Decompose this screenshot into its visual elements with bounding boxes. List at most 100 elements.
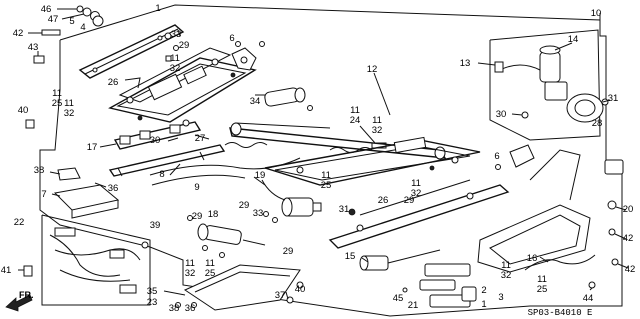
- callout-c45: 45: [393, 293, 404, 304]
- callout-c25a: 25: [52, 98, 63, 109]
- base-pan-23: [175, 264, 304, 311]
- harness-subassembly-box: [41, 214, 151, 306]
- callout-c26b: 26: [378, 195, 389, 206]
- motor-15: [359, 249, 441, 271]
- callout-c16: 16: [527, 253, 538, 264]
- front-direction-arrow: [5, 294, 33, 312]
- cable-16: [524, 254, 596, 271]
- hardware-stack-46-47: [57, 5, 104, 27]
- callout-c20: 20: [623, 204, 634, 215]
- callout-c33b: 33: [253, 208, 264, 219]
- motor-19: [261, 179, 322, 223]
- bolt-41: [18, 265, 33, 277]
- callout-c29c: 29: [404, 195, 415, 206]
- callout-c43: 43: [28, 42, 39, 53]
- callout-c23: 23: [147, 297, 158, 308]
- callout-c21: 21: [408, 300, 419, 311]
- callout-c29d: 29: [192, 211, 203, 222]
- callout-c36: 36: [108, 183, 119, 194]
- callout-c36b: 36: [185, 303, 196, 314]
- callout-c32d: 32: [411, 188, 422, 199]
- callout-c25b: 25: [321, 180, 332, 191]
- callout-c11a: 11: [170, 53, 180, 64]
- callout-c35: 35: [147, 286, 158, 297]
- callout-c42a: 42: [13, 28, 24, 39]
- control-unit-7: [53, 167, 120, 219]
- wire-harness-22: [49, 227, 149, 294]
- callout-c42b: 42: [623, 233, 634, 244]
- callout-c29a: 29: [179, 40, 190, 51]
- callout-c34: 34: [250, 96, 261, 107]
- callout-c32e: 32: [185, 268, 196, 279]
- callout-c29b: 29: [239, 200, 250, 211]
- bracket-6-right: [495, 144, 535, 170]
- callout-c1b: 1: [481, 299, 486, 310]
- bar-8: [108, 144, 226, 177]
- callout-c11d: 11: [350, 105, 360, 116]
- fastener-cluster-33: [164, 32, 179, 62]
- callout-c28: 28: [592, 118, 603, 129]
- front-direction-label: FR.: [19, 290, 34, 300]
- callout-c4: 4: [80, 22, 85, 33]
- callout-c26a: 26: [108, 77, 119, 88]
- callout-c40a: 40: [18, 105, 29, 116]
- switch-assembly: [402, 263, 477, 308]
- callout-c7: 7: [41, 189, 46, 200]
- callout-c40b: 40: [295, 284, 306, 295]
- callout-c11i: 11: [205, 258, 215, 269]
- motor-34: [255, 87, 313, 111]
- bolt-42-top: [28, 29, 61, 36]
- track-slider-17: [99, 119, 202, 150]
- callout-c32b: 32: [64, 108, 75, 119]
- callout-c19: 19: [255, 170, 266, 181]
- callout-c6b: 6: [494, 151, 499, 162]
- bolt-40-left: [25, 119, 35, 129]
- seat-track-rail-upper: [78, 24, 185, 79]
- callout-c27: 27: [195, 133, 206, 144]
- callout-c11g: 11: [411, 178, 421, 189]
- callout-c17: 17: [87, 142, 98, 153]
- callout-c11b: 11: [52, 88, 62, 99]
- callout-c12: 12: [367, 64, 378, 75]
- diagram-code: SP03-B4010 E: [528, 308, 593, 318]
- callout-c31b: 31: [339, 204, 350, 215]
- callout-c11e: 11: [372, 115, 382, 126]
- callout-c8: 8: [159, 169, 164, 180]
- assembly-outline: [39, 4, 623, 317]
- gear-housing-28: [521, 93, 609, 123]
- callout-c37: 37: [275, 290, 286, 301]
- callout-c11c: 11: [64, 98, 74, 109]
- callout-c38b: 38: [169, 303, 180, 314]
- callout-c44: 44: [583, 293, 594, 304]
- track-frame-assembly-1: [108, 47, 257, 123]
- callout-c24: 24: [350, 115, 361, 126]
- callout-c32c: 32: [372, 125, 383, 136]
- callout-c14: 14: [568, 34, 579, 45]
- callout-c38: 38: [34, 165, 45, 176]
- callout-c2: 2: [481, 285, 486, 296]
- track-frame-assembly-2: [264, 136, 481, 186]
- callout-c33a: 33: [171, 29, 182, 40]
- callout-c31a: 31: [608, 93, 619, 104]
- motor-subassembly-box: [489, 29, 601, 141]
- callout-c39: 39: [150, 220, 161, 231]
- callout-c42c: 42: [625, 264, 636, 275]
- motor-18: [187, 215, 266, 258]
- callout-c41: 41: [1, 265, 12, 276]
- callout-c47: 47: [48, 14, 59, 25]
- callout-c46: 46: [41, 4, 52, 15]
- leader-lines: [49, 13, 629, 300]
- callout-c6a: 6: [229, 33, 234, 44]
- callout-c11h: 11: [185, 258, 195, 269]
- bolt-43: [33, 51, 45, 64]
- callout-c18: 18: [208, 209, 219, 220]
- side-cover: [477, 149, 624, 289]
- callout-c15: 15: [345, 251, 356, 262]
- recline-motor: [494, 45, 568, 101]
- callout-c1: 1: [155, 3, 160, 14]
- callout-c30a: 30: [496, 109, 507, 120]
- callout-c3: 3: [498, 292, 503, 303]
